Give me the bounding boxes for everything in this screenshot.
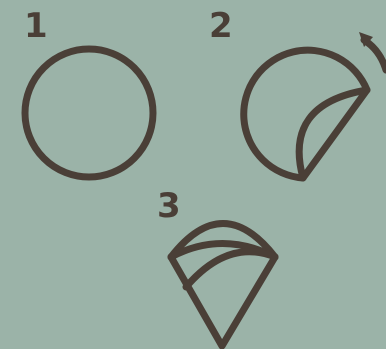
step-3-label: 3 <box>157 186 181 226</box>
step-2: 2 <box>209 6 386 178</box>
step-1: 1 <box>24 6 153 177</box>
fold-arrow-curve <box>364 40 386 70</box>
fold-direction-arrow-icon <box>359 32 386 70</box>
circle-folding-edge-icon <box>244 50 367 178</box>
cone-sides <box>171 257 275 346</box>
folded-flap <box>299 90 367 178</box>
step-3: 3 <box>157 186 275 346</box>
step-1-label: 1 <box>24 6 48 46</box>
folded-cone-icon <box>171 224 275 347</box>
full-circle-icon <box>25 49 153 177</box>
step-2-label: 2 <box>209 6 233 46</box>
